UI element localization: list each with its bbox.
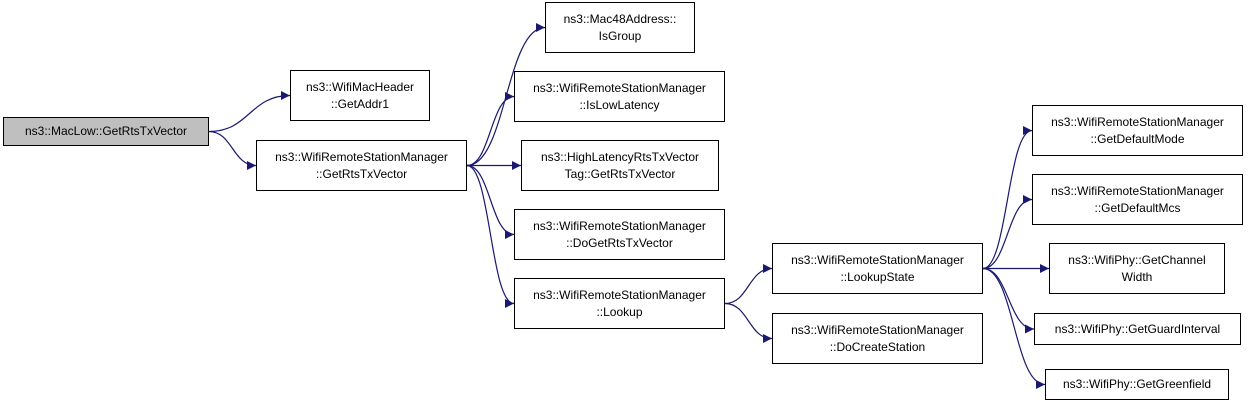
node-wifimacheader-getaddr1[interactable]: ns3::WifiMacHeader ::GetAddr1	[290, 70, 430, 121]
call-edge-lookup-to-lookup_state	[724, 264, 773, 305]
node-label-line: ns3::WifiRemoteStationManager	[275, 149, 448, 164]
call-edge-get_rts_tx_vector-to-lookup	[466, 164, 515, 308]
node-label-line: ns3::WifiRemoteStationManager	[1051, 183, 1224, 198]
node-wrsm-getrtstxvector[interactable]: ns3::WifiRemoteStationManager ::GetRtsTx…	[256, 140, 467, 191]
node-wifiphy-getguardinterval[interactable]: ns3::WifiPhy::GetGuardInterval	[1034, 313, 1241, 345]
node-wrsm-lookupstate[interactable]: ns3::WifiRemoteStationManager ::LookupSt…	[772, 243, 983, 294]
call-edge-lookup_state-to-get_default_mcs	[982, 195, 1033, 270]
node-label-line: ns3::WifiRemoteStationManager	[791, 252, 964, 267]
call-edge-lookup_state-to-get_greenfield	[982, 267, 1046, 389]
node-label-line: ns3::MacLow::GetRtsTxVector	[24, 124, 188, 138]
node-highlatencyrtstxvectortag-getrtstxvector[interactable]: ns3::HighLatencyRtsTxVector Tag::GetRtsT…	[521, 140, 719, 191]
call-edge-lookup_state-to-get_guard_interval	[982, 267, 1035, 334]
node-label-line: ns3::WifiPhy::GetGuardInterval	[1054, 321, 1221, 336]
node-label-line: ::LookupState	[840, 269, 915, 284]
node-wrsm-dogetrtstxvector[interactable]: ns3::WifiRemoteStationManager ::DoGetRts…	[514, 209, 725, 260]
node-label-line: ns3::HighLatencyRtsTxVector	[540, 149, 700, 164]
node-wrsm-islowlatency[interactable]: ns3::WifiRemoteStationManager ::IsLowLat…	[514, 71, 725, 122]
node-label-line: ns3::WifiMacHeader	[305, 79, 415, 94]
node-wrsm-getdefaultmcs[interactable]: ns3::WifiRemoteStationManager ::GetDefau…	[1032, 174, 1243, 225]
node-label-line: IsGroup	[598, 28, 642, 43]
node-wifiphy-getgreenfield[interactable]: ns3::WifiPhy::GetGreenfield	[1045, 369, 1229, 400]
call-edge-root-to-get_rts_tx_vector	[208, 130, 257, 170]
node-wrsm-getdefaultmode[interactable]: ns3::WifiRemoteStationManager ::GetDefau…	[1032, 105, 1243, 156]
node-label-line: ns3::WifiRemoteStationManager	[791, 322, 964, 337]
node-label-line: ::Lookup	[596, 304, 643, 319]
node-label-line: ns3::WifiRemoteStationManager	[1051, 114, 1224, 129]
node-wifiphy-getchannelwidth[interactable]: ns3::WifiPhy::GetChannel Width	[1049, 243, 1225, 294]
node-wrsm-docreatestation[interactable]: ns3::WifiRemoteStationManager ::DoCreate…	[772, 313, 983, 364]
node-label-line: ns3::WifiRemoteStationManager	[533, 218, 706, 233]
node-mac48address-isgroup[interactable]: ns3::Mac48Address:: IsGroup	[545, 2, 695, 53]
call-edge-lookup_state-to-get_default_mode	[982, 126, 1033, 270]
call-edge-lookup-to-do_create_station	[724, 302, 773, 343]
node-label-line: ::DoCreateStation	[829, 339, 926, 354]
node-label-line: ::GetDefaultMode	[1090, 131, 1185, 146]
call-edge-get_rts_tx_vector-to-is_low_latency	[466, 92, 515, 167]
node-label-line: ns3::WifiRemoteStationManager	[533, 287, 706, 302]
node-label-line: ::GetAddr1	[330, 96, 390, 111]
node-label-line: ::DoGetRtsTxVector	[566, 235, 673, 250]
node-label-line: ns3::WifiRemoteStationManager	[533, 80, 706, 95]
call-edge-get_rts_tx_vector-to-do_get_rts_tx_vector	[466, 164, 515, 239]
node-label-line: ::GetRtsTxVector	[315, 166, 408, 181]
node-label-line: Width	[1121, 269, 1153, 284]
node-wrsm-lookup[interactable]: ns3::WifiRemoteStationManager ::Lookup	[514, 278, 725, 329]
call-edge-root-to-get_addr1	[208, 91, 291, 133]
node-maclow-getrtstxvector: ns3::MacLow::GetRtsTxVector	[3, 117, 209, 146]
node-label-line: ns3::WifiPhy::GetChannel	[1068, 252, 1206, 267]
node-label-line: Tag::GetRtsTxVector	[564, 166, 676, 181]
node-label-line: ns3::Mac48Address::	[563, 11, 677, 26]
node-label-line: ::IsLowLatency	[579, 97, 660, 112]
node-label-line: ns3::WifiPhy::GetGreenfield	[1062, 377, 1212, 391]
node-label-line: ::GetDefaultMcs	[1094, 200, 1181, 215]
